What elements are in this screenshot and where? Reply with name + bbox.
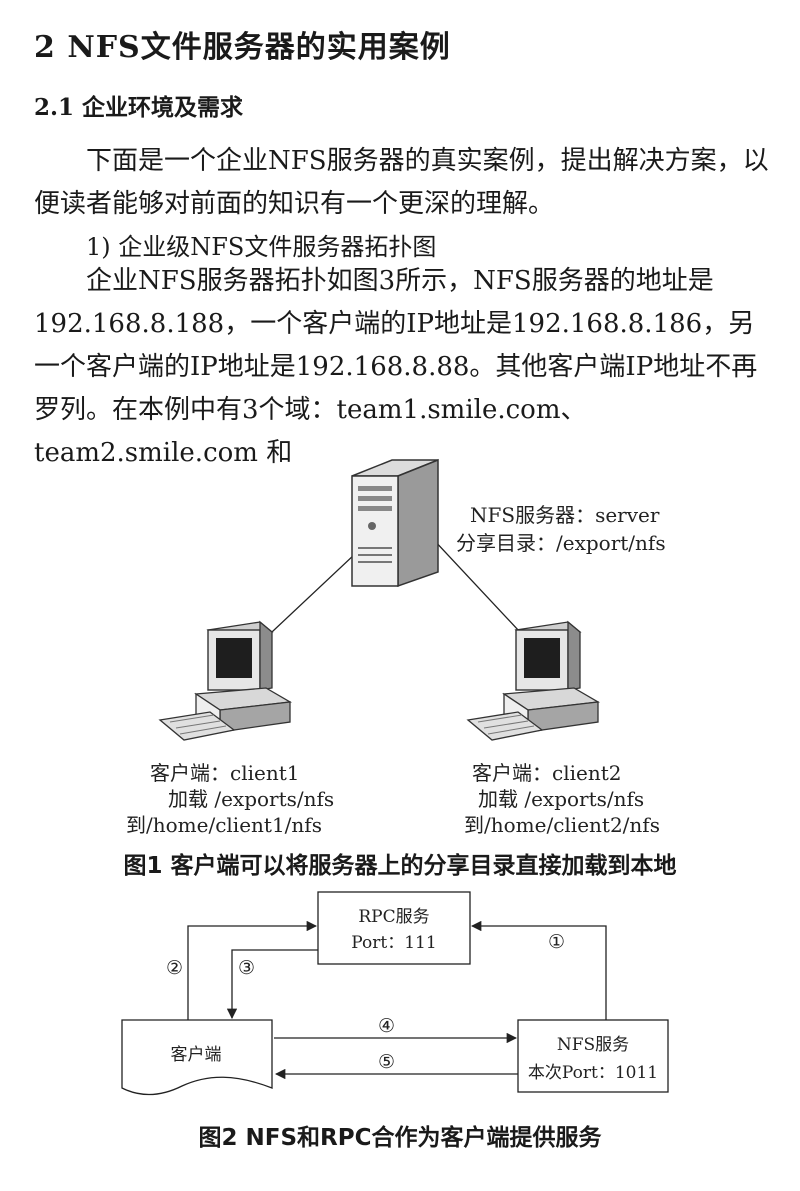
nfs-service-port: 本次Port：1011: [528, 1063, 658, 1083]
step-4-label: ④: [378, 1015, 395, 1037]
paragraph-list-item: 1) 企业级NFS文件服务器拓扑图: [86, 233, 437, 261]
step-5-label: ⑤: [378, 1051, 395, 1073]
client1-label-name: 客户端：client1: [150, 761, 299, 785]
subsection-title: 2.1 企业环境及需求: [34, 94, 244, 121]
figure-1-caption: 图1 客户端可以将服务器上的分享目录直接加载到本地: [123, 853, 677, 879]
figure-2-caption: 图2 NFS和RPC合作为客户端提供服务: [198, 1125, 602, 1151]
nfs-service-box: [517, 1019, 669, 1093]
client2-label-target: 到/home/client2/nfs: [464, 813, 660, 837]
client2-label-name: 客户端：client2: [472, 761, 621, 785]
arrow-step-1: [470, 920, 607, 1020]
client-box: [121, 1019, 273, 1096]
server-icon: [351, 458, 439, 588]
arrow-step-3: [226, 949, 318, 1020]
rpc-service-title: RPC服务: [358, 907, 429, 927]
server-label-share: 分享目录：/export/nfs: [456, 531, 666, 555]
paragraph-intro: 下面是一个企业NFS服务器的真实案例，提出解决方案，以便读者能够对前面的知识有一…: [34, 146, 769, 219]
step-3-label: ③: [238, 957, 255, 979]
section-title: 2 NFS文件服务器的实用案例: [34, 30, 451, 65]
arrow-step-2: [187, 920, 318, 1020]
client2-computer-icon: [466, 620, 601, 741]
figure-2-rpc-flow: RPC服务 Port：111 客户端 NFS服务 本次Port：1011 ① ②…: [121, 891, 669, 1096]
client1-label-mount: 加载 /exports/nfs: [168, 787, 334, 811]
step-2-label: ②: [166, 957, 183, 979]
step-1-label: ①: [548, 931, 565, 953]
client1-computer-icon: [158, 620, 293, 741]
client-box-label: 客户端: [171, 1045, 222, 1065]
rpc-service-port: Port：111: [351, 933, 436, 953]
server-label-name: NFS服务器：server: [470, 503, 660, 527]
rpc-service-box: [317, 891, 471, 965]
figure-1-topology: NFS服务器：server 分享目录：/export/nfs 客户端：clien…: [126, 458, 666, 837]
nfs-service-title: NFS服务: [557, 1035, 629, 1055]
client2-label-mount: 加载 /exports/nfs: [478, 787, 644, 811]
paragraph-topology: 企业NFS服务器拓扑如图3所示，NFS服务器的地址是192.168.8.188，…: [34, 266, 758, 468]
client1-label-target: 到/home/client1/nfs: [126, 813, 322, 837]
